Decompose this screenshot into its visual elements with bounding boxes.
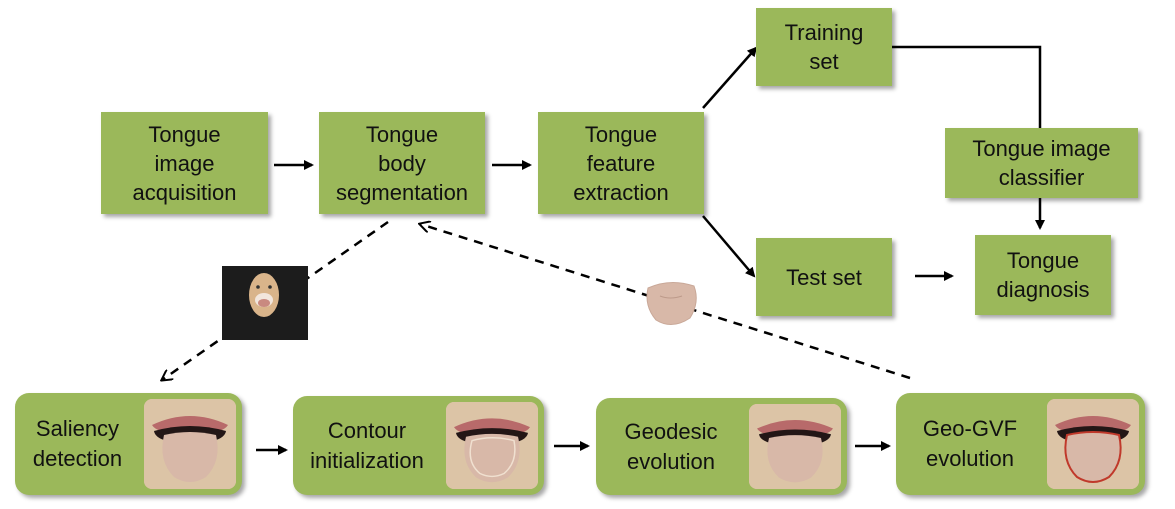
tongue-shape <box>767 435 823 483</box>
stage-contour-initialization: Contour initialization <box>293 396 544 495</box>
tongue-shape <box>162 432 218 482</box>
stage-geo-gvf-evolution: Geo-GVF evolution <box>896 393 1145 495</box>
tongue-image-classifier-box: Tongue image classifier <box>945 128 1138 198</box>
tongue-photo <box>1047 399 1139 489</box>
stage-saliency-detection: Saliency detection <box>15 393 242 495</box>
tongue-image-acquisition-box: Tongue image acquisition <box>101 112 268 214</box>
tongue-diagnosis-box: Tongue diagnosis <box>975 235 1111 315</box>
tongue-photo <box>446 402 538 489</box>
initial-contour <box>469 437 516 478</box>
arrow-extraction-to-training <box>702 46 758 109</box>
tongue-photo <box>144 399 236 489</box>
arrow-extraction-to-test <box>702 215 756 278</box>
tongue-body-segmentation-box: Tongue body segmentation <box>319 112 485 214</box>
tongue-feature-extraction-box: Tongue feature extraction <box>538 112 704 214</box>
segmented-tongue-image <box>646 282 697 325</box>
stage-label: Geo-GVF evolution <box>922 416 1018 471</box>
stage-label: Geodesic evolution <box>624 418 718 474</box>
tongue-photo <box>749 404 841 489</box>
stage-geodesic-evolution: Geodesic evolution <box>596 398 847 495</box>
stage-label: Saliency detection <box>32 416 123 471</box>
test-set-box: Test set <box>756 238 892 316</box>
input-face-image <box>222 266 308 340</box>
dashed-arrow-segmentation-to-saliency <box>162 220 389 380</box>
training-set-box: Training set <box>756 8 892 86</box>
tongue-shape <box>1064 431 1122 483</box>
tongue-shape <box>464 433 520 483</box>
connector-training-to-classifier <box>892 45 1042 128</box>
stage-label: Contour initialization <box>310 417 424 473</box>
